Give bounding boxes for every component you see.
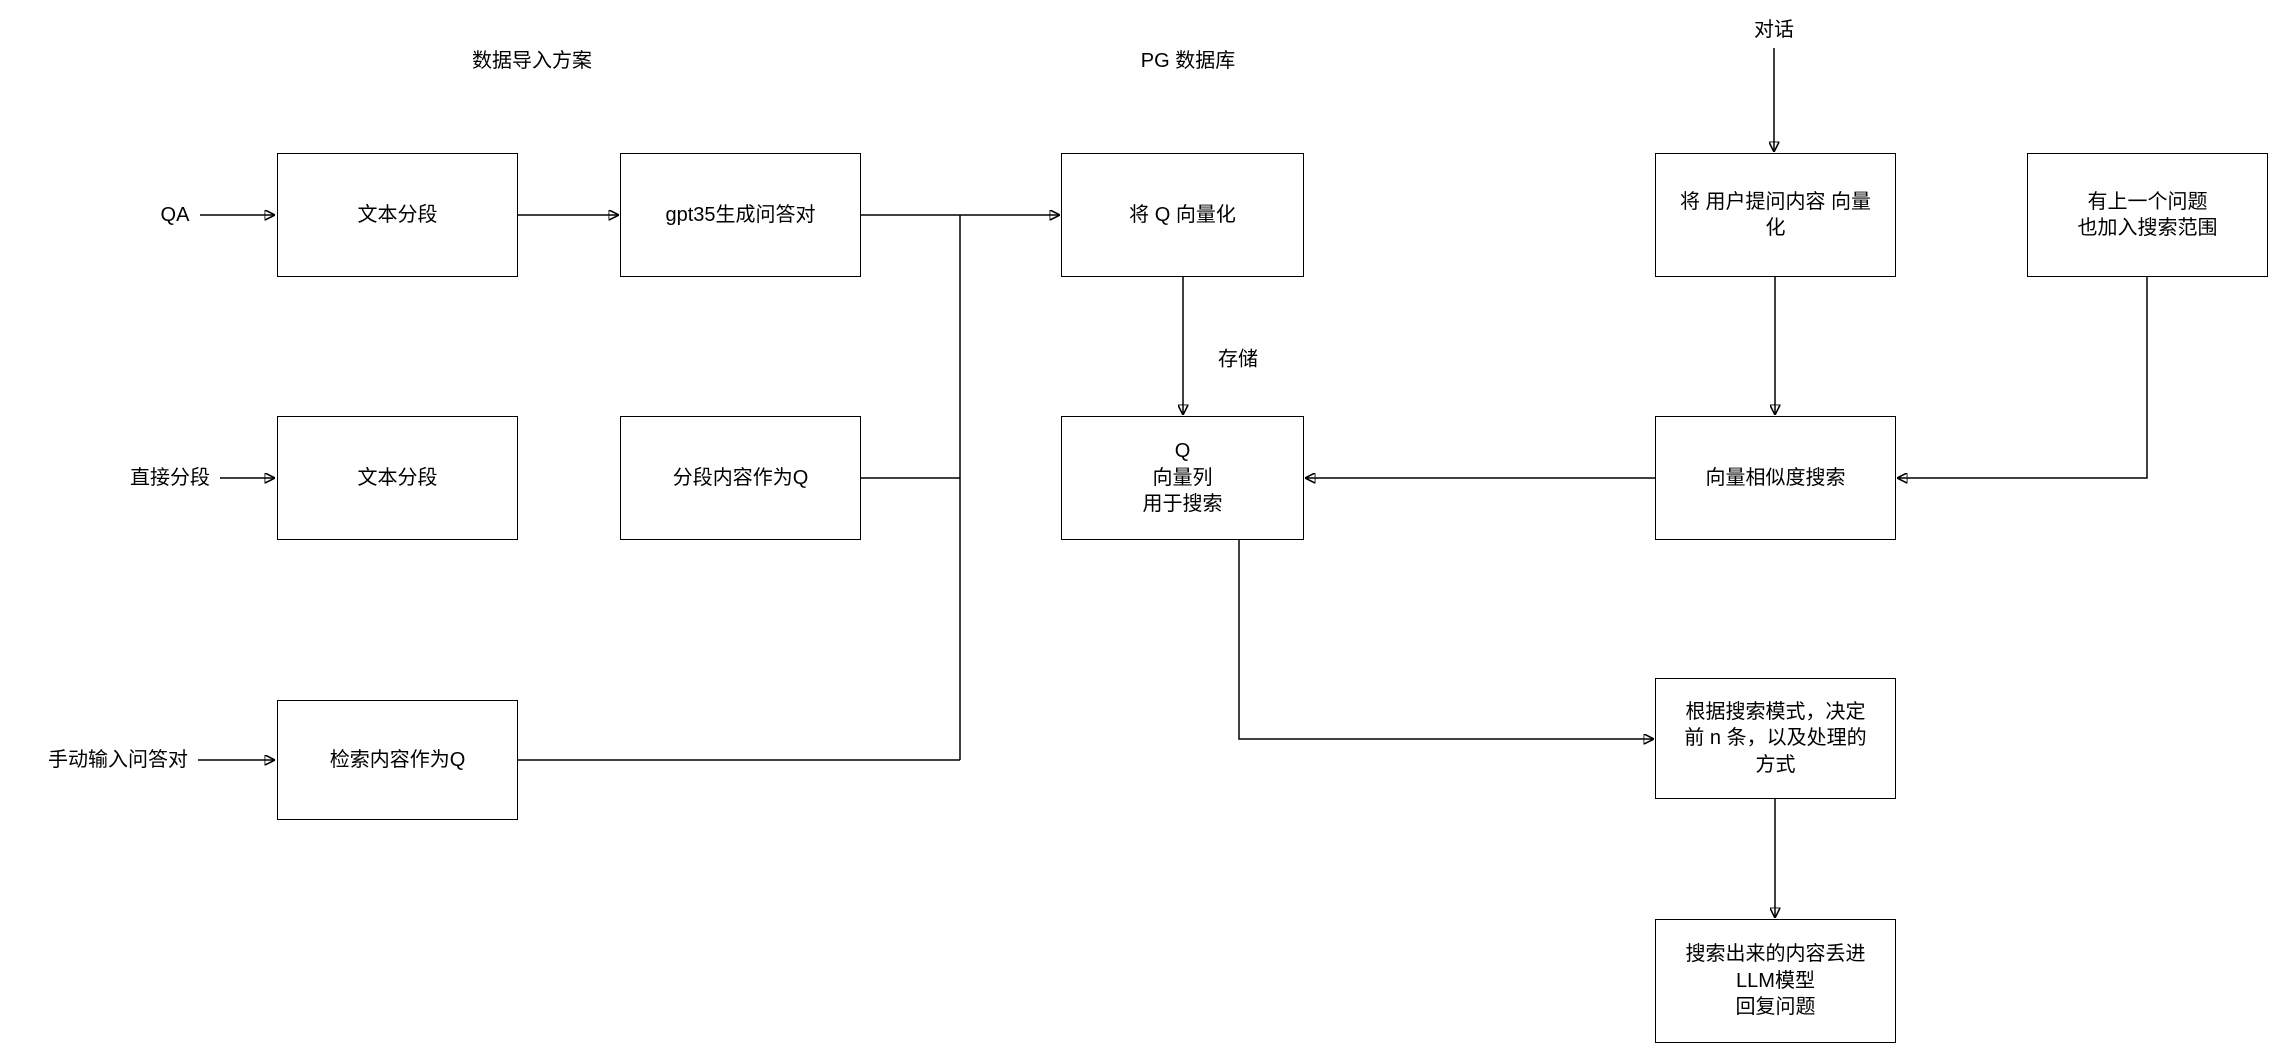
node-vectorize-q: 将 Q 向量化: [1061, 153, 1304, 277]
source-label-direct-segment: 直接分段: [130, 467, 210, 489]
source-label-manual-qa-input: 手动输入问答对: [48, 749, 188, 771]
node-q-vector-column: Q 向量列 用于搜索: [1061, 416, 1304, 540]
edge-q-vector-column-to-search-mode: [1238, 540, 1653, 739]
node-vector-similarity-search: 向量相似度搜索: [1655, 416, 1896, 540]
node-retrieval-as-q: 检索内容作为Q: [277, 700, 518, 820]
title-pg-database: PG 数据库: [1140, 50, 1236, 72]
edge-label-store: 存储: [1214, 342, 1262, 372]
node-vectorize-user-question: 将 用户提问内容 向量 化: [1655, 153, 1896, 277]
node-text-segment-2: 文本分段: [277, 416, 518, 540]
edge-previous-question-to-similarity-search: [1898, 277, 2148, 478]
node-send-to-llm: 搜索出来的内容丢进 LLM模型 回复问题: [1655, 919, 1896, 1043]
node-gpt35-generate-qa: gpt35生成问答对: [620, 153, 861, 277]
node-search-mode-decision: 根据搜索模式，决定 前 n 条，以及处理的 方式: [1655, 678, 1896, 799]
node-segment-as-q: 分段内容作为Q: [620, 416, 861, 540]
source-label-qa: QA: [160, 204, 190, 226]
node-text-segment-1: 文本分段: [277, 153, 518, 277]
node-previous-question: 有上一个问题 也加入搜索范围: [2027, 153, 2268, 277]
title-data-import-plan: 数据导入方案: [472, 50, 592, 72]
label-dialog: 对话: [1754, 19, 1794, 41]
